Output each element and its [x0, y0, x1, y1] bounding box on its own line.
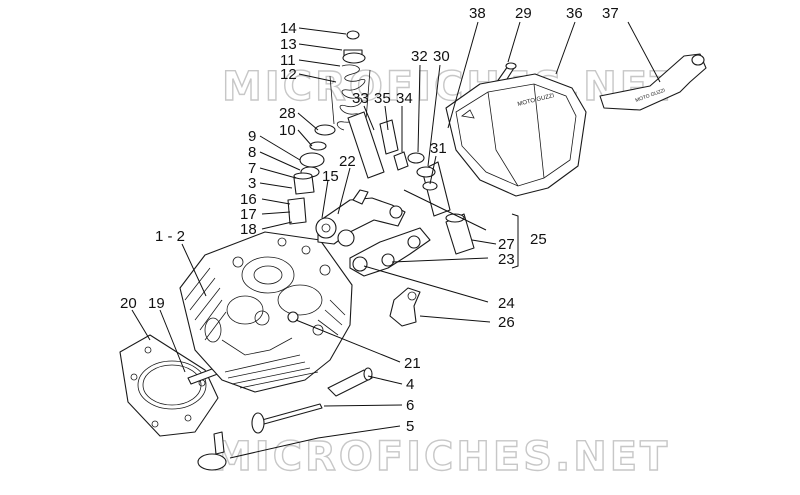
rocker-cover: MOTO GUZZI: [445, 73, 587, 197]
label-34: 34: [396, 90, 413, 107]
label-10: 10: [279, 122, 296, 139]
label-8: 8: [248, 144, 256, 161]
label-35: 35: [374, 90, 391, 107]
plug: [287, 311, 299, 323]
label-30: 30: [433, 48, 450, 65]
rocker-bracket: [389, 287, 421, 327]
label-22: 22: [339, 153, 356, 170]
label-4: 4: [406, 376, 414, 393]
label-31: 31: [430, 140, 447, 157]
label-5: 5: [406, 418, 414, 435]
spring-washer: [309, 124, 336, 151]
label-37: 37: [602, 5, 619, 22]
label-6: 6: [406, 397, 414, 414]
rocker-arm-upper: [315, 189, 406, 247]
valve-seal: [287, 197, 307, 225]
label-9: 9: [248, 128, 256, 145]
rocker-arm-lower: [349, 227, 431, 277]
label-26: 26: [498, 314, 515, 331]
label-28: 28: [279, 105, 296, 122]
exhaust-valve: [251, 403, 323, 434]
valve-shim: [293, 172, 315, 195]
label-38: 38: [469, 5, 486, 22]
label-13: 13: [280, 36, 297, 53]
leader-lines: [131, 21, 661, 459]
valve-guide: [327, 367, 373, 397]
label-21: 21: [404, 355, 421, 372]
label-20: 20: [120, 295, 137, 312]
label-33: 33: [352, 90, 369, 107]
label-25: 25: [530, 231, 547, 248]
part-labels: 14 13 11 12 28 10 9 8 7 3 16 17 18 15 1 …: [120, 5, 619, 435]
head-gasket: [119, 334, 219, 437]
label-36: 36: [566, 5, 583, 22]
label-11: 11: [280, 52, 296, 69]
label-15: 15: [322, 168, 339, 185]
label-16: 16: [240, 191, 257, 208]
label-24: 24: [498, 295, 515, 312]
rocker-shaft: [347, 111, 385, 179]
label-3: 3: [248, 175, 256, 192]
cover-trim: MOTO GUZZI: [599, 53, 707, 111]
label-12: 12: [280, 66, 297, 83]
label-14: 14: [280, 20, 297, 37]
cylinder-head: [179, 231, 353, 393]
label-29: 29: [515, 5, 532, 22]
label-17: 17: [240, 206, 257, 223]
label-18: 18: [240, 221, 257, 238]
label-27: 27: [498, 236, 515, 253]
tappet-parts: [379, 119, 438, 191]
label-1-2: 1 - 2: [155, 228, 185, 245]
label-19: 19: [148, 295, 165, 312]
watermark-bottom: MICROFICHES.NET: [212, 434, 670, 480]
label-32: 32: [411, 48, 428, 65]
intake-valve: [197, 431, 227, 471]
label-7: 7: [248, 160, 256, 177]
label-23: 23: [498, 251, 515, 268]
